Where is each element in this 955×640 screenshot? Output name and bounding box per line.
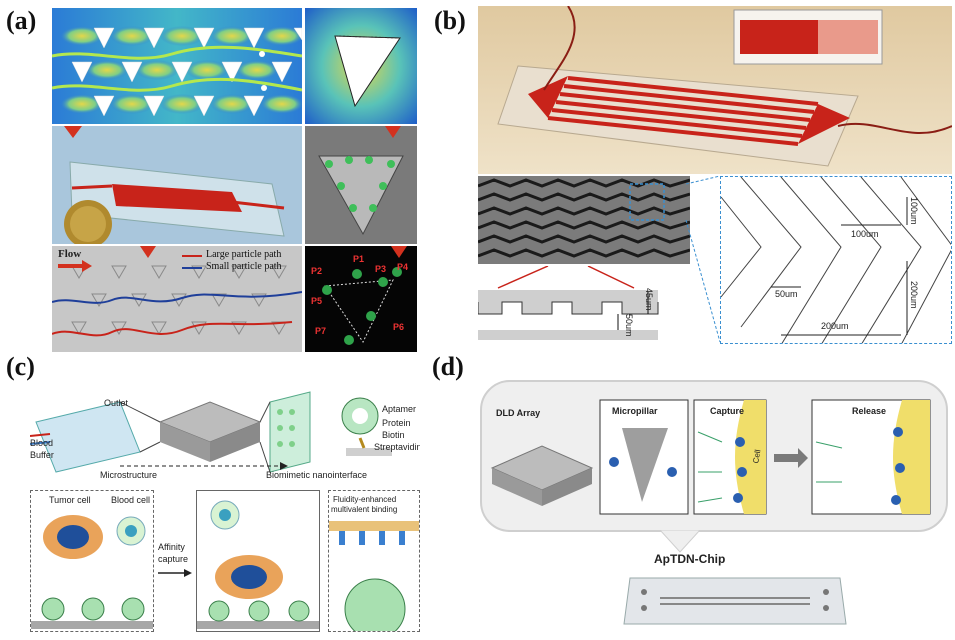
point-p3: P3 [375, 264, 387, 274]
label-protein: Protein [382, 418, 411, 428]
label-aptdn-chip: ApTDN-Chip [654, 552, 726, 566]
label-aptamer: Aptamer [382, 404, 417, 414]
dim-200um-vertical: 200um [909, 281, 919, 309]
label-fluidity-2: multivalent binding [331, 505, 398, 514]
label-capture: capture [158, 554, 189, 564]
point-p4: P4 [397, 262, 409, 272]
label-buffer: Buffer [30, 450, 54, 460]
dim-100um-vertical: 100um [909, 197, 919, 225]
panel-d-bubble-tail [660, 530, 700, 553]
label-blood-cell: Blood cell [111, 495, 151, 505]
panel-a-pillar-3d [305, 126, 417, 244]
label-nanointerface: Biomimetic nanointerface [266, 470, 368, 480]
panel-b-zigzag-detail: 100um 100um 50um 200um 200um [720, 176, 952, 344]
label-fluidity-1: Fluidity-enhanced [333, 495, 397, 504]
point-p1: P1 [353, 254, 365, 264]
point-p7: P7 [315, 326, 327, 336]
dim-200um: 200um [821, 321, 849, 331]
label-biotin: Biotin [382, 430, 405, 440]
legend-small-particle: Small particle path [206, 261, 282, 272]
panel-d-bubble: DLD Array Micropillar Capture Release Ce… [480, 380, 948, 532]
label-microstructure: Microstructure [100, 470, 158, 480]
label-outlet: Outlet [104, 398, 129, 408]
panel-c-binding-box: Fluidity-enhanced multivalent binding [328, 490, 420, 632]
label-streptavidin: Streptavidin [374, 442, 420, 452]
label-tumor-cell: Tumor cell [49, 495, 91, 505]
affinity-arrow-icon [158, 569, 192, 577]
point-p5: P5 [311, 296, 323, 306]
label-blood: Blood [30, 438, 54, 448]
panel-c-cells-box: Tumor cell Blood cell [30, 490, 154, 632]
panel-a-field-plot [52, 8, 302, 124]
dim-45um: 45um [644, 288, 654, 311]
flow-label: Flow [58, 248, 82, 260]
panel-b-zoom-lines [685, 176, 720, 343]
dim-100um: 100um [851, 229, 879, 239]
panel-d-letter: (d) [432, 352, 464, 381]
panel-b-zigzag-sem [478, 176, 690, 264]
label-micropillar: Micropillar [612, 406, 658, 416]
panel-b-chip-photo [478, 6, 952, 174]
dim-50um: 50um [775, 289, 798, 299]
label-release: Release [852, 406, 887, 416]
point-p2: P2 [311, 266, 323, 276]
label-capture-d: Capture [710, 406, 745, 416]
panel-c-letter: (c) [6, 352, 35, 381]
panel-a-chip-photo [52, 126, 302, 244]
panel-c-top-schematic: Outlet Blood Buffer Microstructure Biomi… [30, 382, 420, 482]
panel-b-cross-section: 45um 50um [478, 266, 690, 346]
legend-large-particle: Large particle path [206, 249, 282, 260]
panel-a-letter: (a) [6, 6, 37, 35]
dim-50um-vertical: 50um [624, 314, 634, 337]
label-affinity: Affinity [158, 542, 185, 552]
point-p6: P6 [393, 322, 405, 332]
panel-a-fluorescence: P1 P2 P3 P4 P5 P6 P7 [305, 246, 417, 352]
panel-d-chip [623, 577, 847, 625]
panel-b-letter: (b) [434, 6, 466, 35]
panel-c-capture-box [196, 490, 320, 632]
panel-a-particle-paths: Flow Large particle path Small particle … [52, 246, 302, 352]
panel-a-triangle-detail [305, 8, 417, 124]
label-dld-array: DLD Array [496, 408, 541, 418]
